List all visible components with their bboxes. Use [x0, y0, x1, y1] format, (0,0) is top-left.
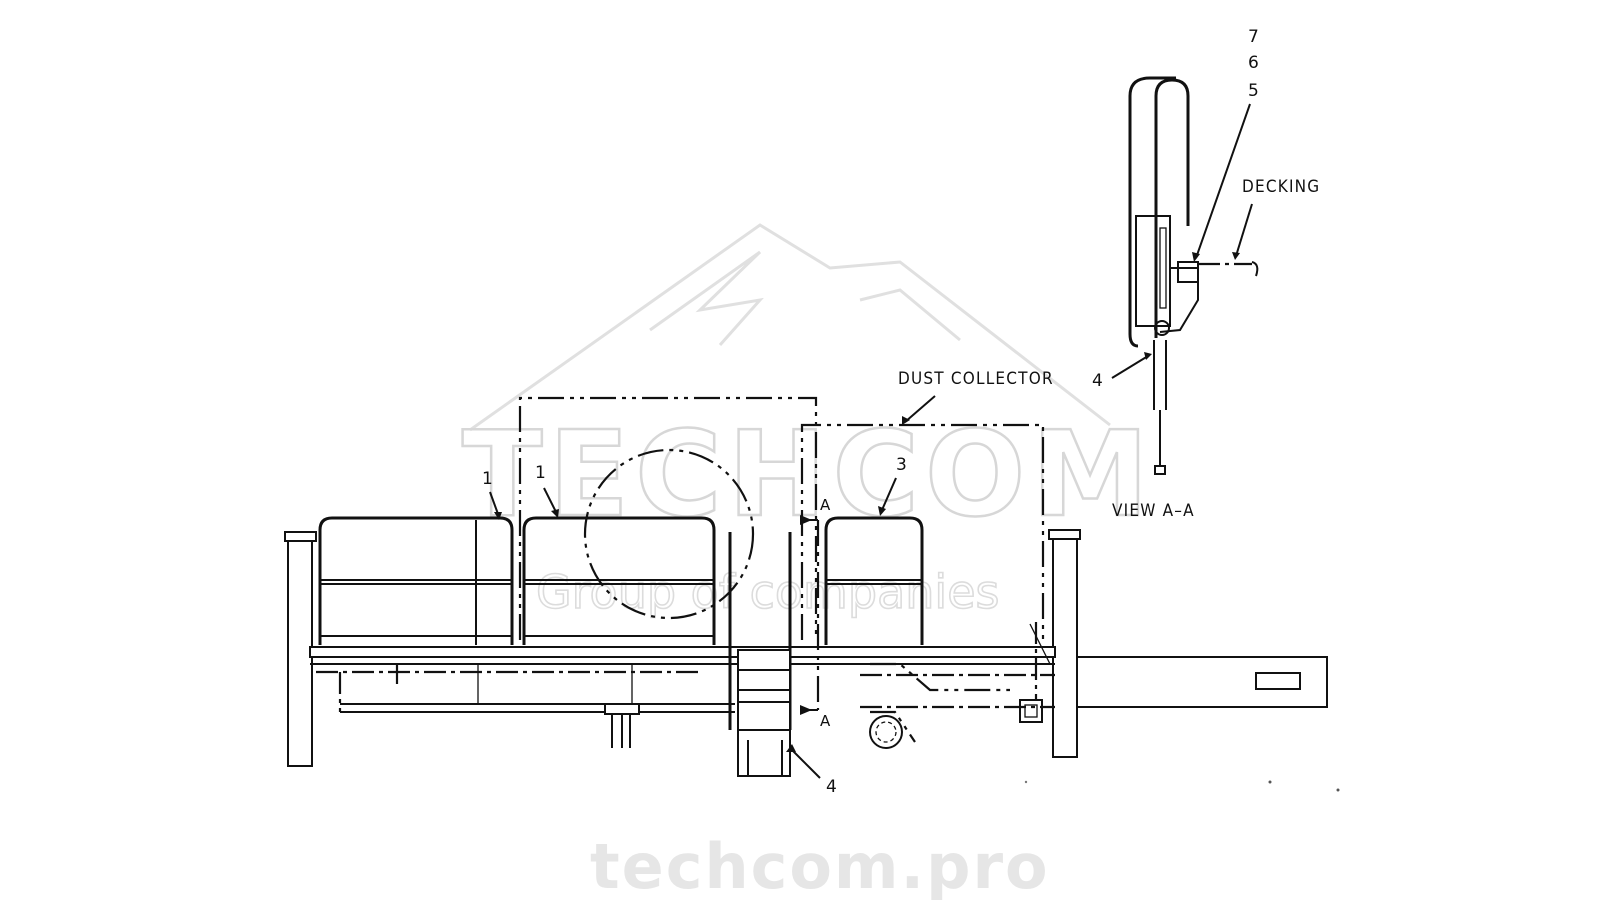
leader-decking-head	[1232, 252, 1240, 260]
detail-handrail-inner	[1128, 76, 1176, 348]
bracket-box	[1019, 699, 1043, 723]
deck-plate	[309, 646, 1056, 658]
leader-5-head	[1192, 252, 1200, 262]
section-mark-bottom: A	[820, 712, 831, 730]
leader-1b-head	[551, 509, 559, 518]
extension-beam	[1076, 656, 1328, 708]
dust-collector-drum	[583, 448, 755, 620]
detail-bolt	[1154, 320, 1170, 336]
view-a-a-label: VIEW A–A	[1112, 501, 1195, 521]
section-arrow-top-head	[800, 515, 812, 525]
leader-1a-head	[494, 512, 502, 520]
detail-leg-foot	[1154, 465, 1166, 475]
detail-post	[1135, 215, 1171, 327]
left-column	[287, 537, 313, 767]
section-mark-top: A	[820, 496, 831, 514]
callout-7: 7	[1248, 27, 1259, 47]
leader-dust-collector	[904, 395, 936, 423]
watermark-mountain-logo	[469, 223, 1111, 432]
detail-post-inner	[1159, 227, 1167, 309]
speck-1	[1268, 780, 1272, 784]
platform-assembly	[284, 529, 1328, 767]
dust-collector-right-box	[800, 423, 1045, 640]
support-foot	[604, 703, 640, 715]
callout-4-view: 4	[1092, 371, 1103, 391]
leader-dust-collector-head	[902, 416, 910, 425]
view-a-a-detail: 7 6 5 DECKING 4 VIEW A–A	[1092, 27, 1320, 521]
leader-4-view-head	[1144, 352, 1152, 360]
decking-label: DECKING	[1242, 177, 1320, 197]
leader-1b	[543, 487, 557, 513]
leader-decking	[1235, 203, 1253, 257]
handrail-left	[318, 516, 514, 645]
watermark-url: techcom.pro	[590, 830, 1050, 900]
pipe-circle	[869, 715, 903, 749]
leader-4-main	[789, 747, 821, 779]
pipe-circle-inner	[875, 721, 897, 743]
leader-3-head	[878, 506, 886, 516]
handrails	[318, 516, 924, 645]
ladder-assembly	[728, 532, 792, 777]
handrail-center	[522, 516, 716, 645]
detail-clamp	[1177, 261, 1199, 283]
extension-beam-slot	[1255, 672, 1301, 690]
handrail-right	[824, 516, 924, 645]
bracket-brace	[1029, 623, 1051, 665]
ladder-cage	[737, 649, 791, 741]
speck-3	[1024, 780, 1028, 784]
leader-3	[881, 477, 897, 511]
dust-collector-label: DUST COLLECTOR	[898, 369, 1054, 389]
callout-3: 3	[896, 455, 907, 475]
callout-1b: 1	[535, 463, 546, 483]
watermark: TECHCOM Group of companies techcom.pro	[461, 223, 1150, 900]
callout-6: 6	[1248, 53, 1259, 73]
leader-4-main-head	[786, 744, 796, 752]
left-column-cap	[284, 531, 317, 542]
leader-1a	[489, 491, 499, 515]
duct-transition	[870, 662, 1010, 743]
callout-5: 5	[1248, 81, 1259, 101]
right-column	[1052, 534, 1078, 758]
leader-4-view	[1111, 355, 1149, 379]
section-arrow-bottom-head	[800, 705, 812, 715]
watermark-tagline: Group of companies	[536, 565, 999, 619]
leader-5	[1195, 103, 1251, 259]
detail-decking-end	[1251, 261, 1259, 277]
speck-2	[1336, 788, 1340, 792]
detail-bracket	[1159, 267, 1199, 333]
callouts-main: 1 1 3 4 DUST COLLECTOR	[482, 369, 1054, 797]
bracket-box-inner	[1024, 704, 1038, 718]
callout-4-main: 4	[826, 777, 837, 797]
right-column-cap	[1048, 529, 1081, 540]
section-markers: A A	[800, 496, 831, 730]
detail-handrail-loop	[1154, 78, 1190, 338]
callout-1a: 1	[482, 469, 493, 489]
